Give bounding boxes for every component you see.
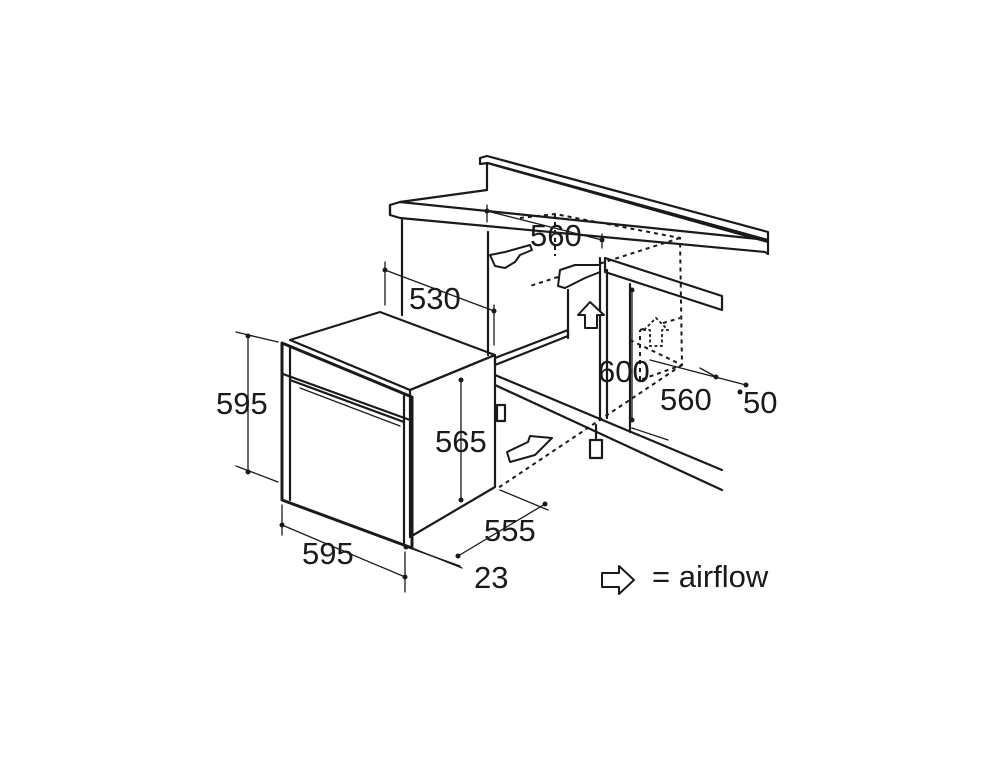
airflow-arrow-up-icon — [577, 301, 605, 329]
countertop — [388, 154, 770, 256]
airflow-arrow-bottom-icon — [506, 435, 553, 463]
dim-oven-body-height: 565 — [435, 424, 487, 459]
dim-front-panel-thickness: 23 — [474, 560, 508, 595]
dim-niche-height: 600 — [598, 354, 650, 389]
dim-niche-top-width: 560 — [530, 218, 582, 253]
dim-oven-width: 595 — [302, 536, 354, 571]
dim-niche-depth: 530 — [409, 281, 461, 316]
airflow-arrow-top-left-icon — [489, 244, 533, 269]
niche-dashed-outline — [497, 212, 684, 489]
dimension-lines — [235, 204, 749, 593]
airflow-arrow-up-dotted-icon — [643, 317, 669, 347]
dim-oven-depth: 555 — [484, 513, 536, 548]
dim-niche-bottom-width: 560 — [660, 382, 712, 417]
dim-oven-height: 595 — [216, 386, 268, 421]
legend-label: = airflow — [652, 559, 769, 594]
airflow-arrow-icon — [601, 565, 635, 595]
legend: = airflow — [601, 559, 769, 595]
dim-front-clearance: 50 — [743, 385, 777, 420]
airflow-arrow-top-right-icon — [557, 264, 601, 289]
